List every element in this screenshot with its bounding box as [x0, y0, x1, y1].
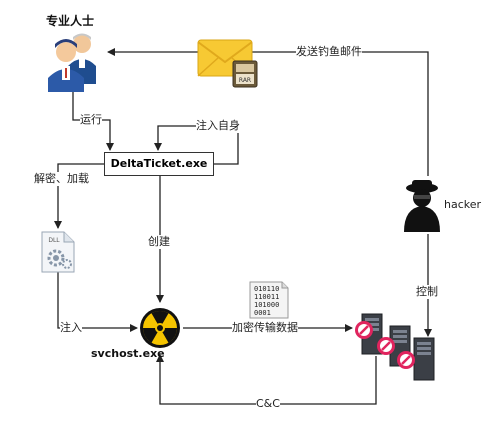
binary-line-3: 101000: [254, 301, 279, 309]
server-2: [377, 325, 411, 367]
inject-self-label: 注入自身: [196, 119, 240, 133]
edge-decrypt-load: [54, 163, 104, 229]
server-1: [355, 313, 383, 355]
dll-file-icon: DLL: [41, 231, 75, 273]
svchost-radiation-icon: [140, 308, 180, 348]
rar-archive-icon: RAR: [232, 60, 258, 88]
send-phishing-label: 发送钓鱼邮件: [296, 45, 362, 59]
hacker-label: hacker: [444, 198, 482, 212]
encrypt-transfer-label: 加密传输数据: [232, 321, 298, 335]
professional-title: 专业人士: [46, 14, 95, 28]
run-label: 运行: [80, 113, 102, 127]
decrypt-load-label: 解密、加载: [34, 172, 89, 186]
edge-inject: [57, 272, 138, 332]
rar-label: RAR: [239, 77, 251, 84]
svchost-label: svchost.exe: [91, 347, 165, 360]
professional-people-icon: [48, 33, 96, 92]
create-label: 创建: [148, 235, 170, 249]
binary-line-1: 010110: [254, 285, 279, 293]
blocked-servers-icon: [355, 313, 435, 381]
hacker-icon: [404, 180, 440, 232]
binary-line-2: 110011: [254, 293, 279, 301]
dll-label: DLL: [48, 237, 60, 244]
control-label: 控制: [416, 285, 438, 299]
binary-data-doc-icon: 010110 110011 101000 0001: [249, 281, 289, 319]
inject-label: 注入: [60, 321, 82, 335]
binary-line-4: 0001: [254, 309, 271, 317]
delta-ticket-node: DeltaTicket.exe: [104, 152, 214, 176]
server-3: [397, 337, 435, 381]
cnc-label: C&C: [256, 397, 280, 411]
